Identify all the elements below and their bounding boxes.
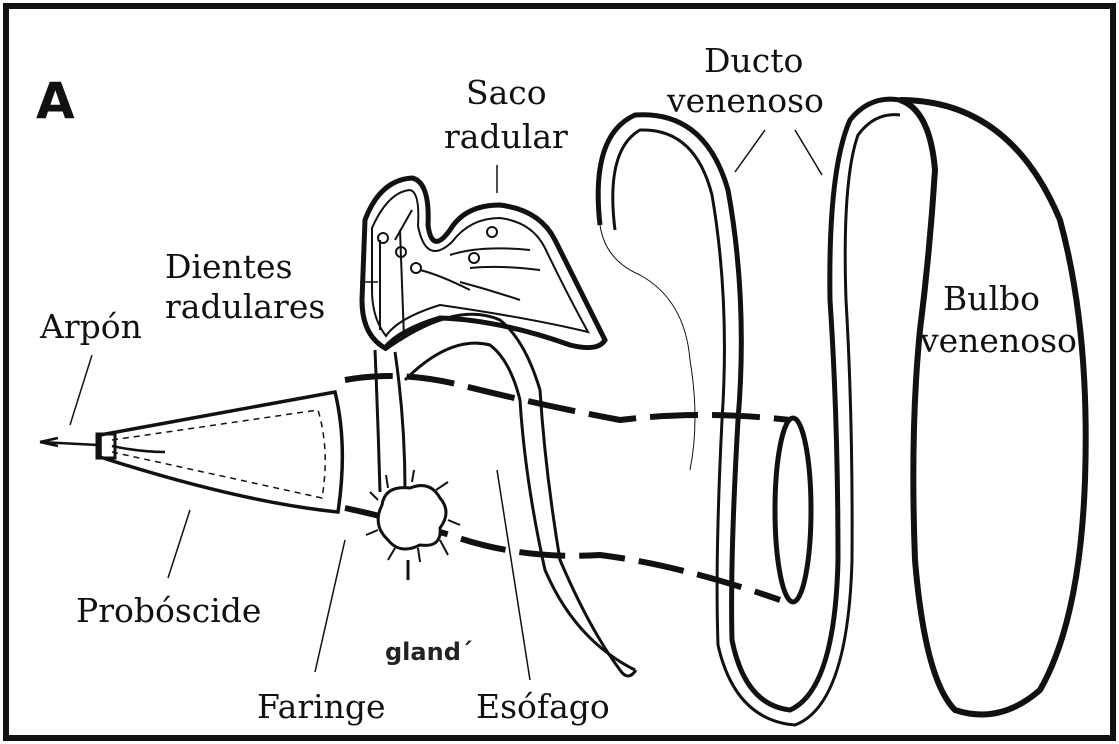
venom-duct-drawing [598,99,900,725]
label-saco-line2: radular [444,117,568,156]
label-faringe: Faringe [257,687,386,726]
leader-ducto-right [795,130,822,175]
panel-letter: A [36,72,75,130]
label-bulbo-line1: Bulbo [943,279,1040,318]
leader-ducto-left [735,130,765,172]
leader-faringe [315,540,345,672]
radular-sac-drawing [362,178,605,348]
leader-arpon [70,355,92,425]
label-proboscide: Probóscide [76,591,261,630]
label-arpon: Arpón [39,307,142,346]
leader-esofago [497,470,530,680]
label-bulbo-line2: venenoso [919,321,1077,360]
label-ducto-line2: venenoso [666,81,824,120]
harpoon-drawing [40,438,98,446]
label-ducto-line1: Ducto [704,41,803,80]
label-gland: gland´ [385,638,473,666]
venom-bulb-drawing [900,100,1086,715]
label-dientes-line1: Dientes [165,247,293,286]
proboscis-drawing [97,392,342,512]
label-esofago: Esófago [476,687,610,726]
label-dientes-line2: radulares [165,287,325,326]
leader-proboscide [168,510,190,578]
label-saco-line1: Saco [466,73,547,112]
